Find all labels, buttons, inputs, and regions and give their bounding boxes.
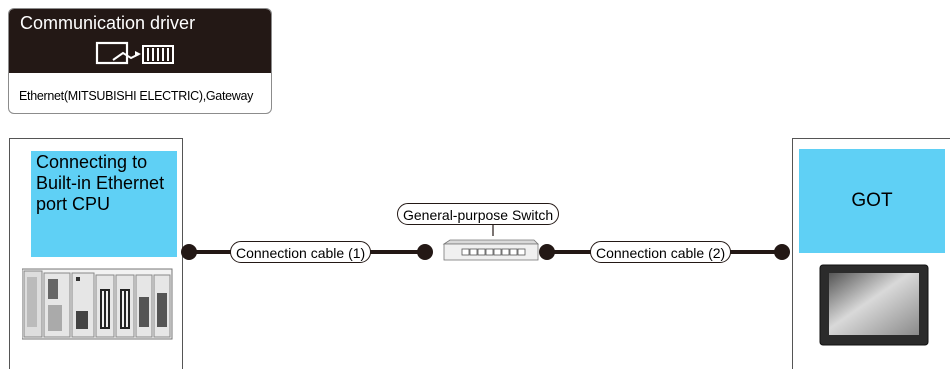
driver-header: Communication driver bbox=[9, 9, 271, 73]
cpu-label: Connecting to Built-in Ethernet port CPU bbox=[31, 151, 177, 257]
connector-dot-left bbox=[181, 244, 197, 260]
got-display-icon bbox=[819, 264, 929, 346]
plc-cpu-icon bbox=[22, 268, 173, 340]
connector-dot-right bbox=[774, 244, 790, 260]
communication-driver-icon bbox=[95, 41, 174, 65]
right-device-panel: GOT bbox=[792, 138, 950, 369]
cable-label-2: Connection cable (2) bbox=[590, 241, 732, 263]
got-label: GOT bbox=[799, 149, 945, 253]
left-device-panel: Connecting to Built-in Ethernet port CPU bbox=[9, 138, 183, 369]
driver-name: Ethernet(MITSUBISHI ELECTRIC),Gateway bbox=[19, 89, 254, 103]
cable-label-1: Connection cable (1) bbox=[230, 241, 372, 263]
network-switch-icon bbox=[442, 239, 539, 261]
connector-dot-switch-left bbox=[417, 244, 433, 260]
switch-label: General-purpose Switch bbox=[397, 203, 560, 225]
driver-title: Communication driver bbox=[20, 13, 196, 33]
communication-driver-box: Communication driver Ethernet(MITSUBISHI… bbox=[8, 8, 272, 114]
connector-dot-switch-right bbox=[539, 244, 555, 260]
